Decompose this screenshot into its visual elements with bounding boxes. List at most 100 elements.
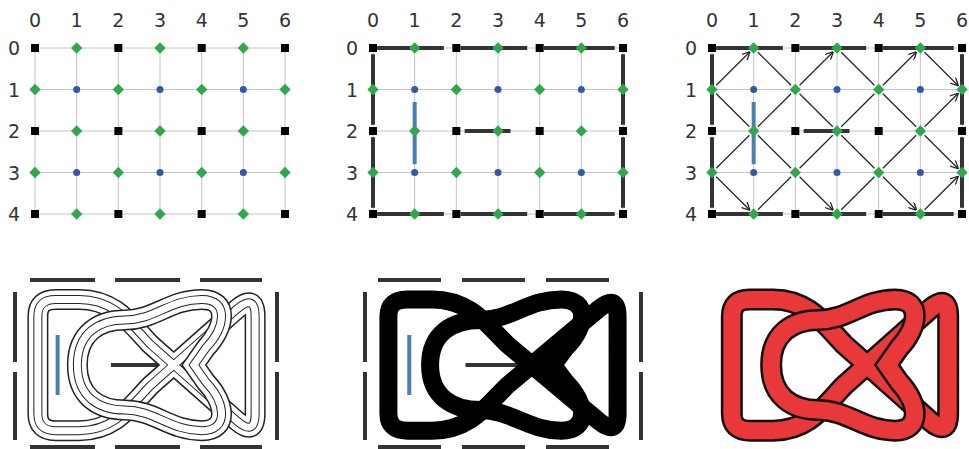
blue-wall-bar — [56, 335, 60, 395]
grid-panel — [706, 42, 967, 219]
grid-edge-diamond — [831, 125, 842, 136]
grid-edge-diamond — [238, 125, 249, 136]
row-number: 2 — [685, 122, 697, 141]
knot-panel — [365, 280, 641, 447]
knot-strand — [38, 299, 255, 430]
grid-edge-diamond — [367, 167, 378, 178]
knot-path-segment — [883, 52, 916, 85]
knot-path-segment — [883, 177, 916, 210]
grid-edge-diamond — [238, 208, 249, 219]
grid-corner-square — [619, 210, 627, 218]
column-number: 0 — [29, 11, 41, 30]
knot-path-segment — [716, 177, 749, 210]
knot-strand — [771, 299, 915, 430]
row-number: 1 — [346, 80, 358, 99]
grid-edge-diamond — [279, 84, 290, 95]
knot-strand — [77, 299, 221, 430]
column-number: 2 — [789, 11, 801, 30]
column-number: 4 — [534, 11, 546, 30]
knot-path-segment — [800, 94, 833, 127]
knot-strands — [38, 299, 255, 430]
grid-edge-diamond — [576, 42, 587, 53]
knot-panel — [15, 280, 277, 447]
grid-corner-square — [369, 210, 377, 218]
knot-path-segment — [716, 135, 749, 168]
column-number: 5 — [237, 11, 249, 30]
grid-corner-square — [791, 44, 799, 52]
knot-panel — [732, 299, 948, 430]
grid-center-dot — [73, 169, 80, 176]
knot-path-segment — [925, 52, 958, 85]
grid-corner-square — [536, 44, 544, 52]
column-number: 1 — [409, 11, 421, 30]
grid-center-dot — [750, 169, 757, 176]
knot-strand — [77, 299, 221, 430]
grid-center-dot — [240, 169, 247, 176]
column-number: 1 — [71, 11, 83, 30]
grid-edge-diamond — [29, 84, 40, 95]
grid-corner-square — [281, 210, 289, 218]
row-number: 3 — [346, 163, 358, 182]
column-number: 6 — [279, 11, 291, 30]
wall-bar — [639, 292, 643, 362]
grid-edge-diamond — [279, 167, 290, 178]
grid-center-dot — [834, 169, 841, 176]
knot-path-segment — [758, 94, 791, 127]
grid-corner-square — [114, 44, 122, 52]
grid-center-dot — [411, 169, 418, 176]
grid-center-dot — [495, 169, 502, 176]
knot-path-segment — [841, 177, 874, 210]
grid-edge-diamond — [238, 42, 249, 53]
row-number: 1 — [685, 80, 697, 99]
grid-edge-diamond — [873, 167, 884, 178]
grid-edge-diamond — [915, 42, 926, 53]
grid-edge-diamond — [956, 84, 967, 95]
grid-edge-diamond — [706, 167, 717, 178]
grid-edge-diamond — [409, 208, 420, 219]
wall-bar — [275, 292, 279, 362]
grid-edge-diamond — [492, 42, 503, 53]
grid-center-dot — [73, 86, 80, 93]
knot-path-segment — [800, 52, 833, 85]
knot-path-segment — [841, 94, 874, 127]
grid-edge-diamond — [706, 84, 717, 95]
knot-strand — [38, 299, 255, 430]
grid-corner-square — [369, 127, 377, 135]
wall-bar — [639, 372, 643, 440]
knot-path-segment — [716, 94, 749, 127]
grid-edge-diamond — [831, 42, 842, 53]
grid-edge-diamond — [71, 208, 82, 219]
grid-corner-square — [281, 44, 289, 52]
wall-bar — [13, 292, 17, 362]
grid-center-dot — [917, 169, 924, 176]
grid-center-dot — [157, 169, 164, 176]
grid-edge-diamond — [154, 208, 165, 219]
grid-edge-diamond — [71, 42, 82, 53]
wall-bar — [200, 445, 262, 449]
knot-path-segment — [925, 177, 958, 210]
grid-edge-diamond — [113, 167, 124, 178]
column-number: 3 — [154, 11, 166, 30]
grid-edge-diamond — [915, 208, 926, 219]
grid-center-dot — [834, 86, 841, 93]
grid-edge-diamond — [409, 42, 420, 53]
wall-bar — [378, 445, 441, 449]
knot-path-segment — [841, 135, 874, 168]
grid-edge-diamond — [576, 125, 587, 136]
row-number: 4 — [8, 205, 20, 224]
wall-bar — [462, 445, 525, 449]
wall-bar — [13, 372, 17, 440]
column-number: 6 — [956, 11, 968, 30]
grid-corner-square — [114, 210, 122, 218]
grid-corner-square — [198, 210, 206, 218]
grid-edge-diamond — [915, 125, 926, 136]
grid-edge-diamond — [492, 125, 503, 136]
knot-path-segment — [925, 94, 958, 127]
grid-corner-square — [536, 210, 544, 218]
grid-edge-diamond — [831, 208, 842, 219]
column-number: 4 — [196, 11, 208, 30]
grid-center-dot — [411, 86, 418, 93]
grid-edge-diamond — [154, 125, 165, 136]
row-number: 0 — [346, 39, 358, 58]
